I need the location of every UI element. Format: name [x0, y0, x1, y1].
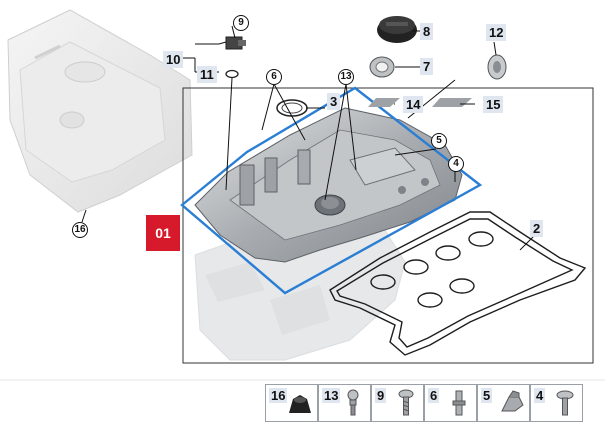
legend-item-16[interactable]: 16	[265, 384, 318, 422]
callout-6[interactable]: 6	[266, 69, 282, 85]
ball-stud-icon	[347, 389, 359, 416]
legend-item-6[interactable]: 6	[424, 384, 477, 422]
legend-number: 13	[322, 388, 341, 403]
valve-cover-part[interactable]	[194, 107, 463, 263]
legend-item-9[interactable]: 9	[371, 384, 424, 422]
detail-frame	[182, 87, 594, 364]
legend-number: 16	[269, 388, 288, 403]
seal-ring-part[interactable]	[276, 99, 308, 117]
solenoid-part[interactable]	[487, 54, 507, 80]
highlight-outline	[180, 86, 483, 295]
stud-bolt-icon	[452, 390, 466, 416]
legend-number: 5	[481, 388, 493, 403]
callout-11[interactable]: 11	[197, 66, 217, 83]
callout-13[interactable]: 13	[338, 69, 354, 85]
legend-number: 6	[428, 388, 440, 403]
engine-cover-part[interactable]	[7, 9, 193, 213]
callout-14[interactable]: 14	[403, 96, 424, 113]
legend-item-5[interactable]: 5	[477, 384, 530, 422]
legend-number: 9	[375, 388, 387, 403]
grommet-icon	[289, 395, 311, 413]
gasket-part[interactable]	[329, 211, 587, 356]
legend-item-13[interactable]: 13	[318, 384, 371, 422]
sticker-parts[interactable]	[368, 98, 472, 107]
callout-4[interactable]: 4	[448, 156, 464, 172]
callout-12[interactable]: 12	[486, 24, 507, 41]
callout-5[interactable]: 5	[431, 133, 447, 149]
legend-item-4[interactable]: 4	[530, 384, 583, 422]
legend-number: 4	[534, 388, 546, 403]
sensor-part[interactable]	[225, 36, 246, 50]
callout-16[interactable]: 16	[72, 222, 88, 238]
leader-line	[81, 209, 87, 223]
group-badge[interactable]: 01	[146, 215, 180, 251]
o-ring-part[interactable]	[225, 69, 239, 79]
oil-seal-part[interactable]	[369, 56, 395, 78]
callout-10[interactable]: 10	[163, 51, 184, 68]
callout-3[interactable]: 3	[327, 93, 341, 110]
callout-2[interactable]: 2	[530, 220, 544, 237]
oil-filler-cap-part[interactable]	[377, 16, 417, 43]
bolt-icon	[556, 390, 574, 416]
clip-icon	[501, 390, 524, 412]
callout-9[interactable]: 9	[233, 15, 249, 31]
callout-15[interactable]: 15	[483, 96, 504, 113]
callout-8[interactable]: 8	[420, 23, 434, 40]
callout-7[interactable]: 7	[420, 58, 434, 75]
screw-icon	[398, 389, 414, 416]
